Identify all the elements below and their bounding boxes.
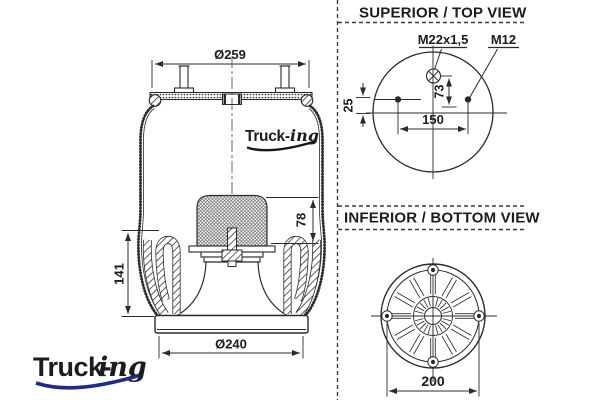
top-view-drawing bbox=[356, 45, 519, 179]
bottom-view-title: INFERIOR / BOTTOM VIEW bbox=[344, 210, 540, 227]
leader-center-thread bbox=[434, 48, 442, 70]
brand-logo-suffix: ing bbox=[98, 352, 147, 383]
center-fitting-icon bbox=[425, 68, 452, 84]
rolling-lobes bbox=[142, 235, 322, 318]
dim-center-to-stud-label: 73 bbox=[433, 85, 447, 99]
bellows-logo-prefix: Truck- bbox=[245, 128, 290, 145]
brand-logo-swoosh bbox=[35, 373, 140, 390]
bellows-logo-swoosh bbox=[246, 140, 316, 152]
dim-center-to-stud bbox=[441, 78, 457, 108]
bottom-plate bbox=[154, 314, 309, 334]
center-thread-label: M22x1,5 bbox=[418, 32, 469, 47]
dim-bolt-spacing-label: 200 bbox=[421, 373, 445, 389]
brand-logo-prefix: Truck- bbox=[33, 352, 111, 382]
bellows-brand-logo: Truck- ing bbox=[245, 126, 319, 152]
bolt-holes bbox=[381, 264, 485, 368]
dim-bumper-height-label: 78 bbox=[294, 213, 309, 227]
dim-height-label: 141 bbox=[112, 263, 127, 285]
top-plate bbox=[148, 91, 314, 107]
wheel-spokes bbox=[390, 273, 476, 359]
bellows-logo-suffix: ing bbox=[290, 126, 319, 145]
dim-height bbox=[121, 230, 159, 317]
side-section-view: Ø259 bbox=[112, 47, 326, 359]
dim-offset-label: 25 bbox=[342, 99, 356, 113]
dim-top-diameter-label: Ø259 bbox=[214, 47, 246, 62]
rubber-bumper bbox=[196, 194, 268, 247]
piston bbox=[174, 261, 290, 317]
dim-stud-spacing-label: 150 bbox=[422, 112, 444, 127]
dim-stud-spacing bbox=[397, 103, 469, 135]
brand-logo: Truck- ing bbox=[33, 352, 147, 390]
mounting-studs bbox=[173, 65, 296, 94]
stud-point-right bbox=[464, 96, 472, 103]
dim-top-diameter bbox=[151, 60, 310, 88]
dim-bumper-height bbox=[266, 197, 319, 244]
bottom-view-drawing bbox=[371, 258, 497, 397]
dim-piston-diameter-label: Ø240 bbox=[215, 337, 247, 352]
bellows-walls bbox=[137, 104, 326, 318]
stud-thread-label: M12 bbox=[491, 32, 516, 47]
center-bolt bbox=[221, 227, 243, 267]
dim-offset bbox=[356, 83, 371, 127]
top-view-title: SUPERIOR / TOP VIEW bbox=[359, 5, 527, 22]
top-view-panel: SUPERIOR / TOP VIEW bbox=[338, 5, 527, 179]
leader-stud-thread bbox=[469, 48, 498, 98]
bottom-view-panel: INFERIOR / BOTTOM VIEW bbox=[338, 205, 540, 397]
dim-bolt-spacing bbox=[386, 322, 480, 397]
dim-piston-diameter bbox=[158, 336, 304, 359]
